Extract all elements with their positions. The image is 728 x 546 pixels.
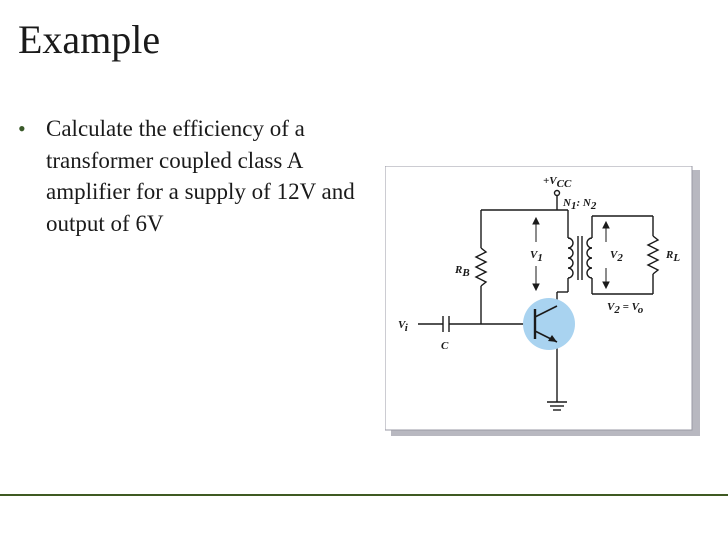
- output-equation-label: V2 = Vo: [607, 301, 644, 316]
- transformer-coupled-amplifier-schematic: +VCC N1: N2 RB V1 V2 RL V2 = Vo Vi C: [385, 166, 700, 436]
- bullet-text: Calculate the efficiency of a transforme…: [46, 116, 355, 236]
- footer-divider: [0, 494, 728, 496]
- transistor-highlight: [523, 298, 575, 350]
- v1-arrows: [532, 216, 540, 292]
- bullet-list: • Calculate the efficiency of a transfor…: [18, 113, 368, 239]
- supply-label: +VCC: [543, 175, 572, 190]
- emitter-arrow: [548, 335, 557, 342]
- bullet-marker: •: [18, 116, 26, 141]
- wires: [418, 189, 660, 411]
- slide-title: Example: [18, 17, 161, 62]
- frame: [385, 166, 693, 431]
- v2-arrows: [602, 220, 610, 290]
- turns-ratio-label: N1: N2: [562, 197, 597, 212]
- input-voltage-label: Vi: [398, 319, 409, 334]
- bullet-item: • Calculate the efficiency of a transfor…: [18, 113, 368, 239]
- primary-voltage-label: V1: [530, 249, 543, 264]
- base-resistor-label: RB: [454, 264, 470, 279]
- capacitor-label: C: [441, 340, 449, 352]
- circuit-figure: +VCC N1: N2 RB V1 V2 RL V2 = Vo Vi C: [385, 166, 700, 436]
- secondary-voltage-label: V2: [610, 249, 623, 264]
- load-resistor-label: RL: [665, 249, 680, 264]
